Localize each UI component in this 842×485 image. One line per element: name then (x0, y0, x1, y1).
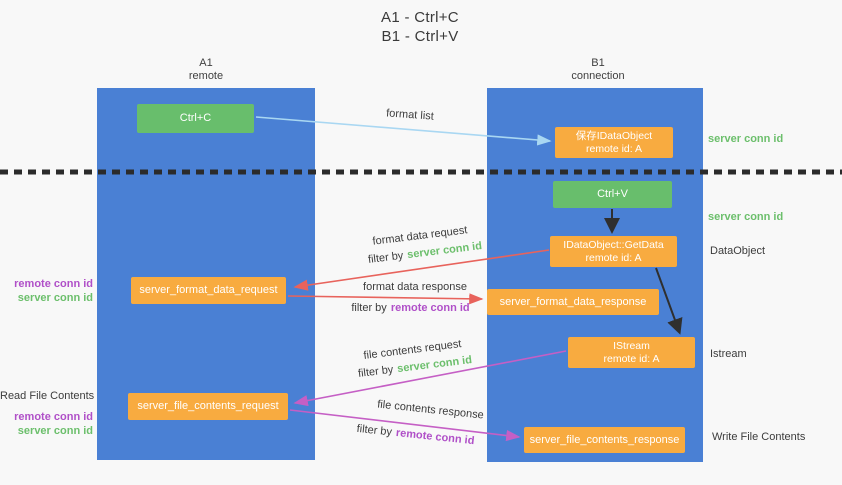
column-b1-name: B1 (591, 57, 605, 69)
remote-conn-id-text: remote conn id (390, 302, 470, 314)
save-idataobject-line2: remote id: A (585, 142, 643, 155)
getdata-line1: IDataObject::GetData (563, 238, 664, 251)
server-conn-id-left-1: server conn id (17, 292, 93, 304)
ctrl-v-label: Ctrl+V (597, 188, 628, 200)
server-format-data-response-box: server_format_data_response (487, 289, 659, 315)
istream-line2: remote id: A (603, 352, 660, 365)
server-conn-id-text: server conn id (406, 240, 483, 262)
arrow-format-data-response (287, 293, 484, 305)
save-idataobject-box: 保存IDataObject remote id: A (555, 127, 673, 158)
column-header-a1: A1 remote (146, 57, 266, 83)
dataobject-label: DataObject (710, 245, 766, 257)
format-data-response-label: format data response (363, 281, 467, 293)
diagram-title: A1 - Ctrl+C B1 - Ctrl+V (300, 8, 540, 46)
ctrl-v-box: Ctrl+V (553, 181, 672, 208)
format-list-label: format list (385, 107, 435, 123)
getdata-line2: remote id: A (585, 251, 642, 264)
column-header-b1: B1 connection (538, 57, 658, 83)
server-format-data-request-label: server_format_data_request (139, 284, 278, 296)
column-b1-subtitle: connection (571, 70, 625, 82)
filter-by-text: filter by (356, 422, 393, 439)
istream-line1: IStream (613, 339, 650, 352)
ctrl-c-box: Ctrl+C (137, 104, 254, 133)
idataobject-getdata-box: IDataObject::GetData remote id: A (550, 236, 677, 267)
remote-conn-id-left-2: remote conn id (14, 411, 93, 423)
save-idataobject-line1: 保存IDataObject (575, 129, 653, 142)
istream-box: IStream remote id: A (568, 337, 695, 368)
title-line-2: B1 - Ctrl+V (381, 28, 459, 45)
server-file-contents-response-label: server_file_contents_response (529, 433, 680, 446)
write-file-contents-label: Write File Contents (712, 431, 806, 443)
read-file-contents-label: Read File Contents (0, 390, 95, 402)
column-a1-subtitle: remote (188, 70, 224, 82)
filter-by-text: filter by (367, 249, 405, 266)
server-conn-id-text: server conn id (396, 354, 473, 376)
ctrl-c-label: Ctrl+C (179, 112, 212, 124)
server-file-contents-response-box: server_file_contents_response (524, 427, 685, 453)
server-file-contents-request-box: server_file_contents_request (128, 393, 288, 420)
remote-conn-id-left-1: remote conn id (14, 278, 93, 290)
remote-conn-id-text: remote conn id (395, 426, 475, 448)
filter-by-text: filter by (351, 302, 387, 314)
server-file-contents-request-label: server_file_contents_request (137, 400, 279, 412)
filter-by-text: filter by (357, 363, 395, 380)
server-conn-id-right-mid: server conn id (708, 211, 784, 223)
server-format-data-response-label: server_format_data_response (499, 295, 647, 308)
server-conn-id-left-2: server conn id (17, 425, 93, 437)
istream-side-label: Istream (710, 348, 747, 360)
server-conn-id-right-top: server conn id (708, 133, 784, 145)
file-contents-response-label: file contents response (376, 398, 485, 422)
server-format-data-request-box: server_format_data_request (131, 277, 286, 304)
column-a1-name: A1 (199, 57, 213, 69)
title-line-1: A1 - Ctrl+C (381, 9, 459, 26)
